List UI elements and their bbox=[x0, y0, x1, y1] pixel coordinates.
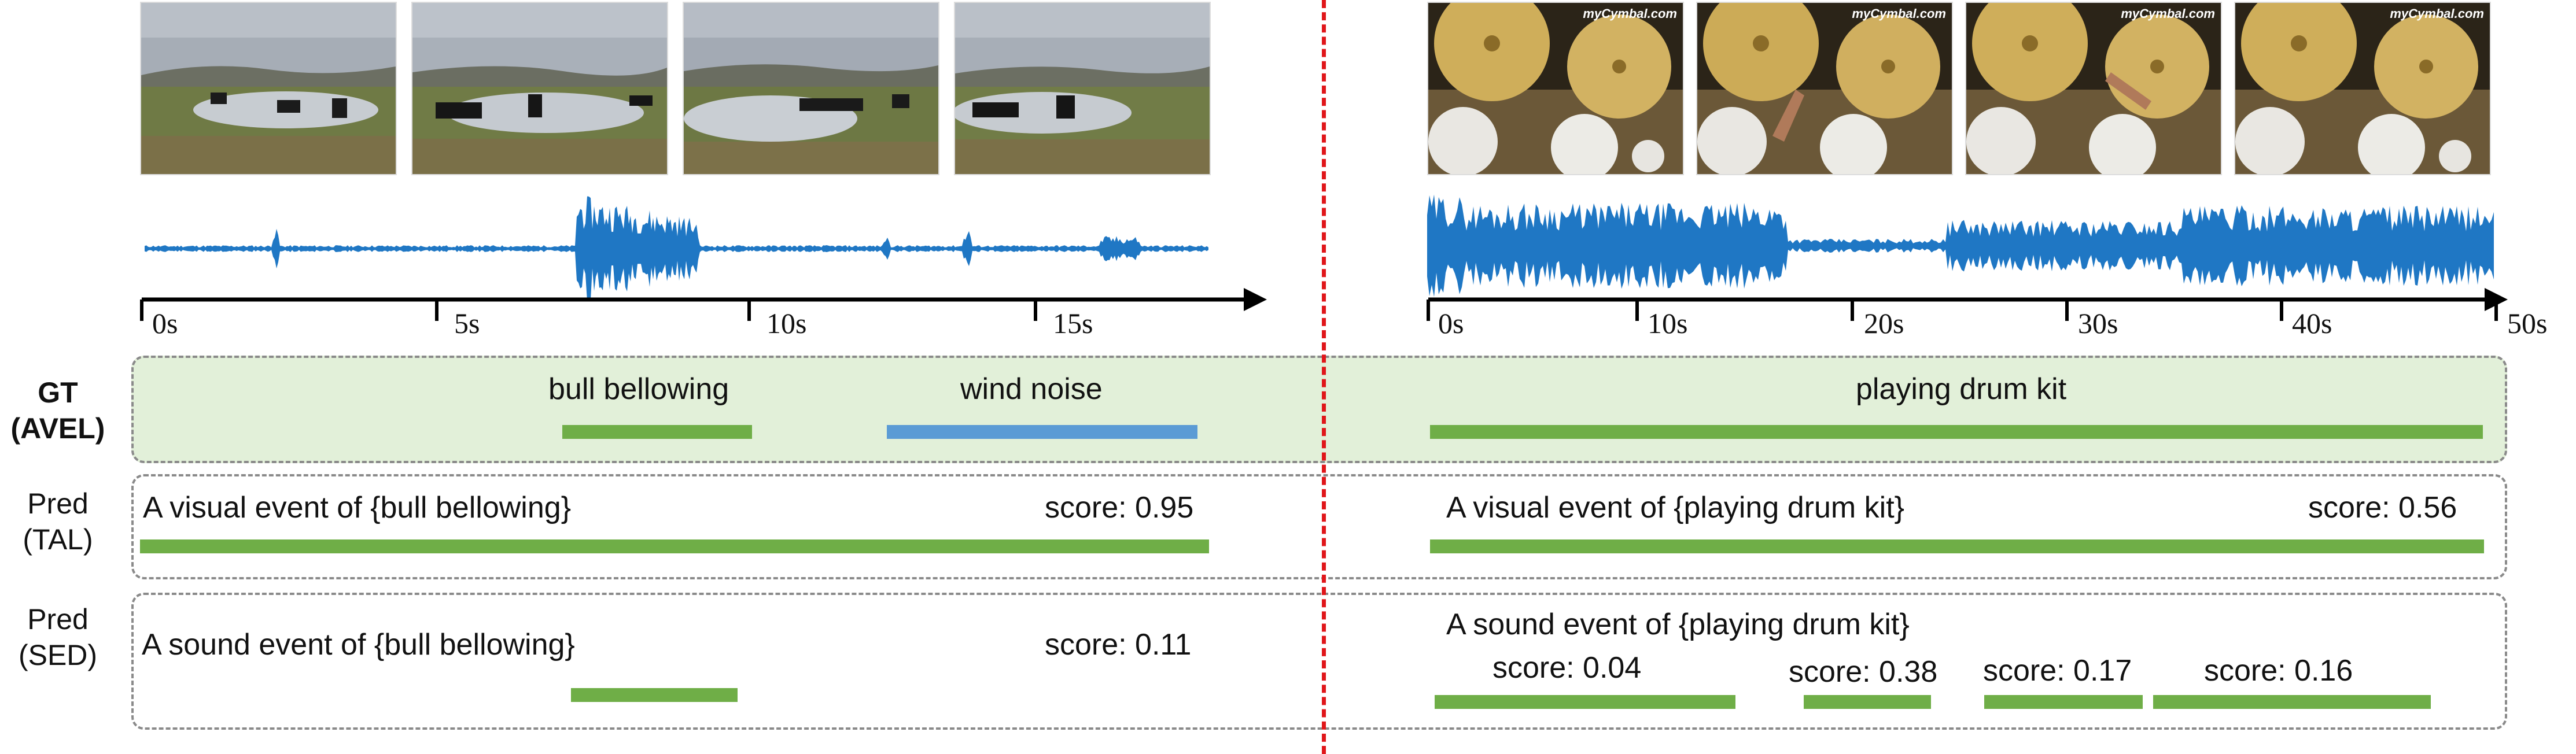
sed-bull-bellowing-bar bbox=[571, 688, 738, 702]
bull-bellowing-label: bull bellowing bbox=[548, 372, 729, 406]
drum-waveform-path bbox=[1427, 194, 2494, 297]
watermark-text: myCymbal.com bbox=[2121, 6, 2215, 21]
gt-row-label-line: (AVEL) bbox=[10, 412, 105, 445]
cattle-video-frame-2 bbox=[411, 2, 668, 175]
tal-row-label-line: (TAL) bbox=[23, 523, 93, 556]
sed-segment-score: score: 0.16 bbox=[2204, 654, 2353, 688]
cattle-video-frame-4 bbox=[954, 2, 1211, 175]
cattle-tick-label: 15s bbox=[1053, 307, 1093, 339]
sed-drum-segment-bar bbox=[2153, 695, 2431, 709]
tal-left-query-text: A visual event of {bull bellowing} bbox=[143, 491, 572, 524]
drum-tick-label: 0s bbox=[1438, 307, 1464, 339]
sed-drum-segment-bar bbox=[1435, 695, 1735, 709]
playing-drum-kit-gt-bar bbox=[1430, 425, 2483, 439]
sed-row-label: Pred (SED) bbox=[12, 601, 104, 673]
tal-prediction-panel bbox=[131, 474, 2507, 579]
tal-playing-drum-kit-bar bbox=[1430, 539, 2484, 553]
sed-row-label-line: Pred bbox=[27, 603, 89, 635]
sed-segment-score: score: 0.38 bbox=[1789, 655, 1938, 689]
cattle-waveform-path bbox=[145, 196, 1208, 301]
drum-tick-label: 20s bbox=[1864, 307, 1904, 339]
drum-tick-label: 50s bbox=[2507, 307, 2548, 339]
cattle-video-frame-3 bbox=[683, 2, 939, 175]
drum-video-frame-4: myCymbal.com bbox=[2234, 2, 2491, 175]
drum-video-frame-1: myCymbal.com bbox=[1427, 2, 1684, 175]
cattle-tick-label: 5s bbox=[454, 307, 480, 339]
sed-prediction-panel bbox=[131, 593, 2507, 730]
cattle-video-frame-1 bbox=[140, 2, 397, 175]
watermark-text: myCymbal.com bbox=[1583, 6, 1677, 21]
drum-tick-label: 10s bbox=[1648, 307, 1688, 339]
tal-left-score: score: 0.95 bbox=[1045, 491, 1194, 524]
section-divider bbox=[1322, 0, 1326, 754]
sed-segment-score: score: 0.04 bbox=[1492, 651, 1642, 685]
drum-tick-label: 30s bbox=[2078, 307, 2118, 339]
watermark-text: myCymbal.com bbox=[2390, 6, 2484, 21]
sed-drum-segment-bar bbox=[1804, 695, 1931, 709]
sed-left-query-text: A sound event of {bull bellowing} bbox=[142, 628, 575, 661]
watermark-text: myCymbal.com bbox=[1852, 6, 1946, 21]
drum-video-frame-2: myCymbal.com bbox=[1696, 2, 1953, 175]
drum-video-frame-3: myCymbal.com bbox=[1965, 2, 2222, 175]
wind-noise-gt-bar bbox=[887, 425, 1197, 439]
tal-row-label: Pred (TAL) bbox=[12, 486, 104, 557]
playing-drum-kit-label: playing drum kit bbox=[1856, 372, 2067, 406]
wind-noise-label: wind noise bbox=[960, 372, 1103, 406]
sed-row-label-line: (SED) bbox=[18, 639, 98, 671]
cattle-time-axis bbox=[140, 288, 1267, 321]
tal-right-query-text: A visual event of {playing drum kit} bbox=[1446, 491, 1905, 524]
sed-right-query-text: A sound event of {playing drum kit} bbox=[1446, 608, 1910, 641]
tal-bull-bellowing-bar bbox=[140, 539, 1209, 553]
tal-row-label-line: Pred bbox=[27, 487, 89, 520]
drum-tick-label: 40s bbox=[2292, 307, 2332, 339]
bull-bellowing-gt-bar bbox=[562, 425, 752, 439]
drum-audio-waveform bbox=[1427, 194, 2494, 297]
cattle-audio-waveform bbox=[145, 196, 1208, 301]
cattle-tick-label: 0s bbox=[152, 307, 178, 339]
cattle-tick-label: 10s bbox=[766, 307, 807, 339]
tal-right-score: score: 0.56 bbox=[2308, 491, 2457, 524]
sed-left-score: score: 0.11 bbox=[1045, 628, 1192, 661]
gt-row-label-line: GT bbox=[38, 376, 78, 409]
sed-drum-segment-bar bbox=[1984, 695, 2143, 709]
gt-avel-panel bbox=[131, 356, 2507, 463]
gt-row-label: GT (AVEL) bbox=[0, 375, 116, 446]
sed-segment-score: score: 0.17 bbox=[1983, 654, 2132, 688]
drum-time-axis bbox=[1427, 288, 2508, 321]
